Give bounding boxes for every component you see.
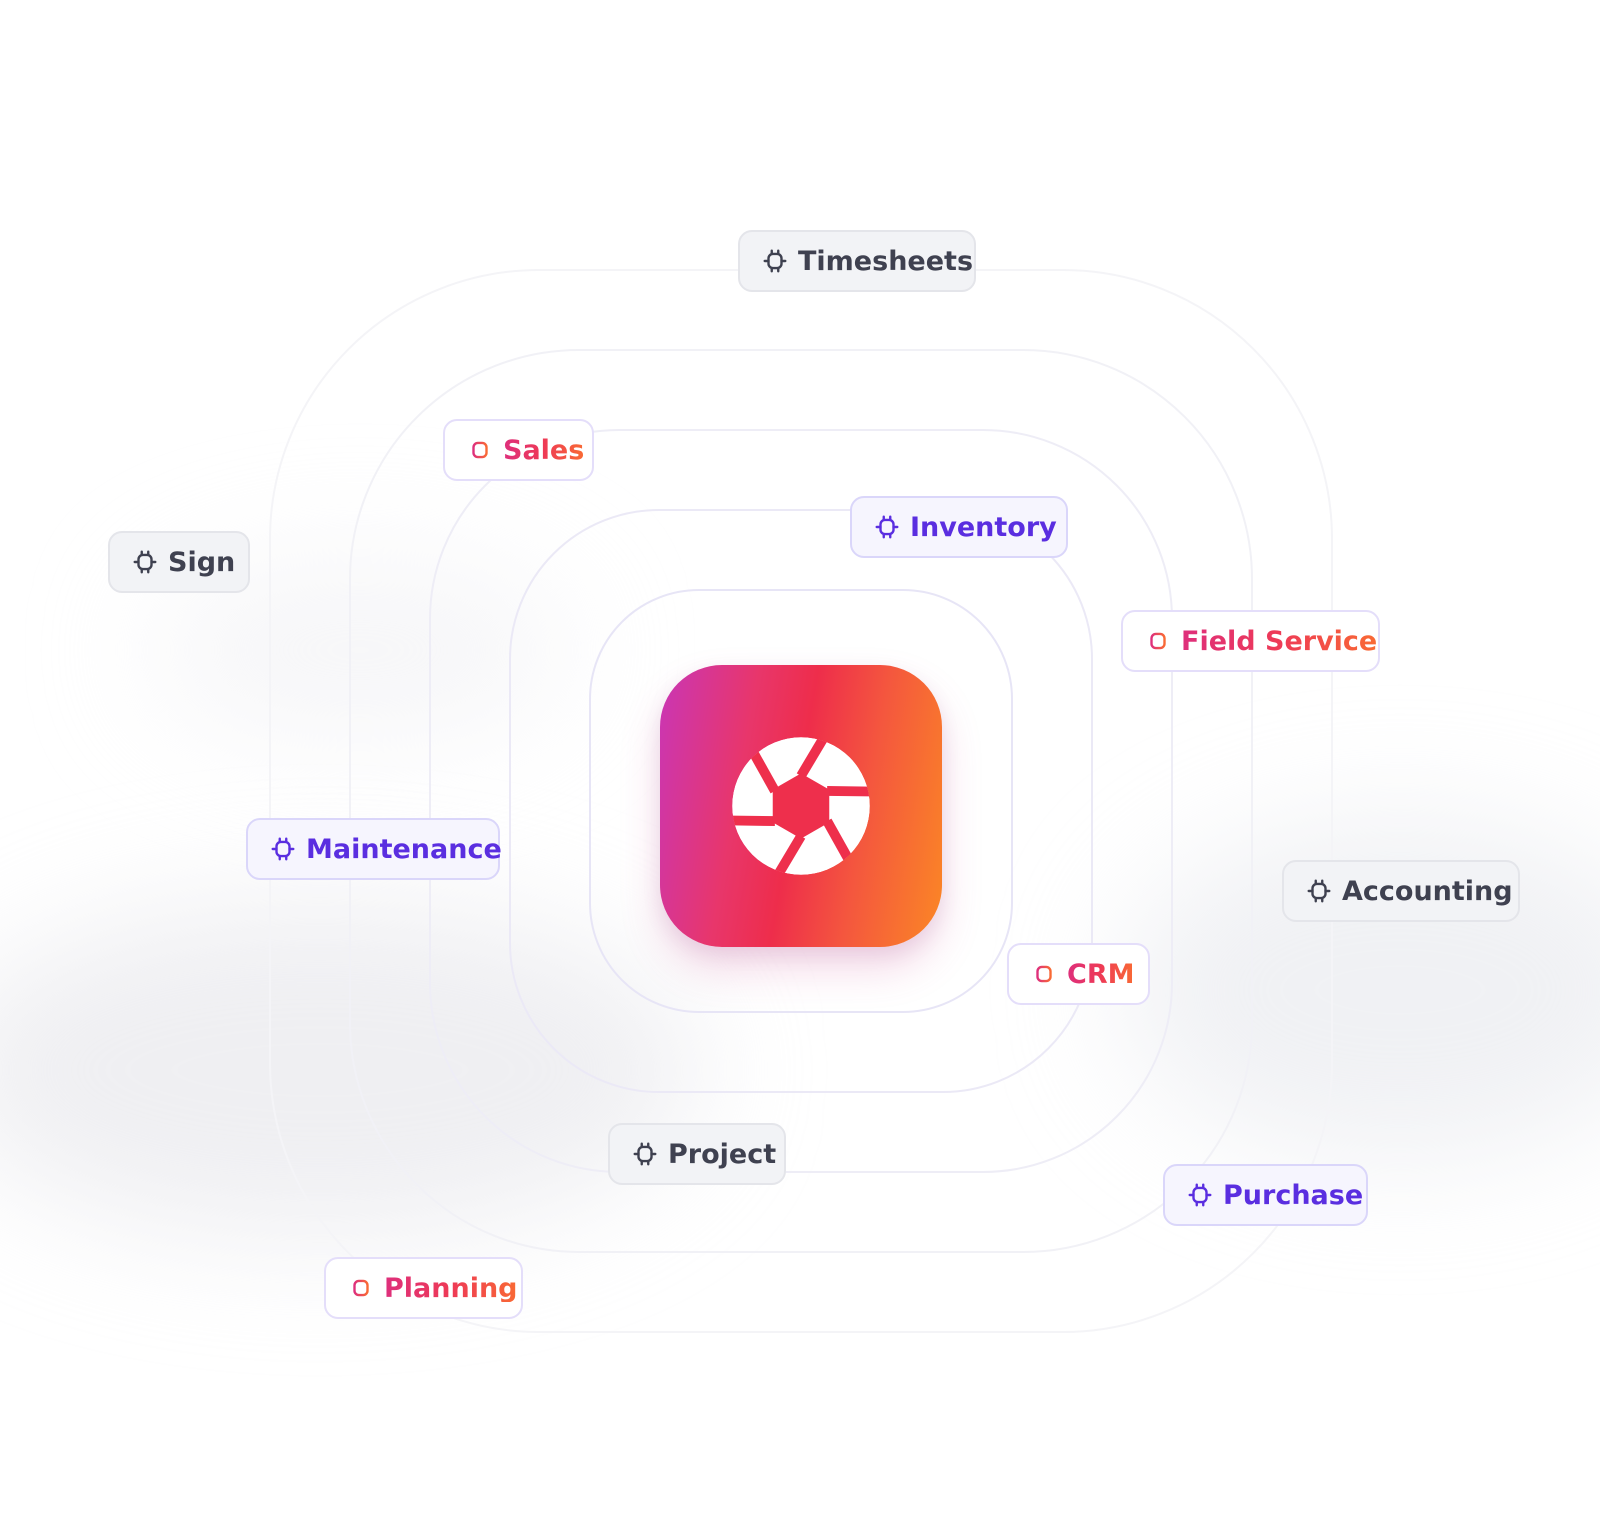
chip-icon bbox=[348, 1275, 374, 1301]
module-chip-project[interactable]: Project bbox=[608, 1123, 786, 1185]
camera-aperture-icon bbox=[732, 737, 870, 875]
module-label: Inventory bbox=[910, 511, 1057, 543]
module-chip-planning[interactable]: Planning bbox=[324, 1257, 523, 1319]
module-label: Sales bbox=[503, 434, 585, 466]
module-chip-purchase[interactable]: Purchase bbox=[1163, 1164, 1368, 1226]
module-label: CRM bbox=[1067, 958, 1135, 990]
chip-icon bbox=[632, 1141, 658, 1167]
module-label: Accounting bbox=[1342, 875, 1513, 907]
module-label: Project bbox=[668, 1138, 777, 1170]
module-chip-crm[interactable]: CRM bbox=[1007, 943, 1150, 1005]
chip-icon bbox=[762, 248, 788, 274]
module-label: Purchase bbox=[1223, 1179, 1364, 1211]
hub-app-logo bbox=[660, 665, 942, 947]
module-chip-inventory[interactable]: Inventory bbox=[850, 496, 1068, 558]
module-chip-timesheets[interactable]: Timesheets bbox=[738, 230, 976, 292]
module-chip-maintenance[interactable]: Maintenance bbox=[246, 818, 502, 880]
module-label: Sign bbox=[168, 546, 236, 578]
chip-icon bbox=[1306, 878, 1332, 904]
background-haze bbox=[0, 900, 700, 1240]
chip-icon bbox=[1187, 1182, 1213, 1208]
chip-icon bbox=[874, 514, 900, 540]
module-chip-sign[interactable]: Sign bbox=[108, 531, 250, 593]
module-chip-accounting[interactable]: Accounting bbox=[1282, 860, 1520, 922]
chip-icon bbox=[467, 437, 493, 463]
chip-icon bbox=[1031, 961, 1057, 987]
module-label: Field Service bbox=[1181, 625, 1378, 657]
module-chip-sales[interactable]: Sales bbox=[443, 419, 594, 481]
chip-icon bbox=[1145, 628, 1171, 654]
module-chip-field-service[interactable]: Field Service bbox=[1121, 610, 1380, 672]
module-label: Timesheets bbox=[798, 245, 974, 277]
chip-icon bbox=[132, 549, 158, 575]
module-label: Planning bbox=[384, 1272, 518, 1304]
module-label: Maintenance bbox=[306, 833, 502, 865]
chip-icon bbox=[270, 836, 296, 862]
